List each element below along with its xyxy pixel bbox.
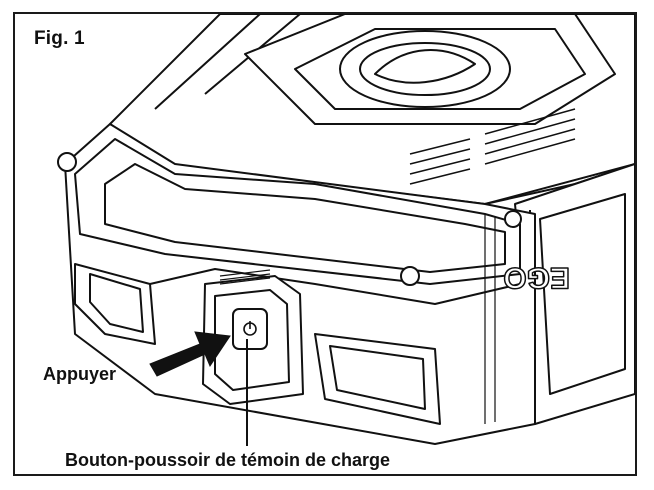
- figure-frame: EGO Fig. 1 Appuyer Bouton-poussoir de té…: [13, 12, 637, 476]
- corner-screw-left: [57, 152, 77, 172]
- housing-right-edge-lines: [484, 214, 496, 424]
- front-panel-right-inner: [329, 345, 426, 410]
- front-panel-left-inner: [89, 273, 144, 333]
- corner-screw-far-right: [504, 210, 522, 228]
- brand-lettering: EGO: [503, 261, 570, 294]
- press-arrow-icon: [149, 331, 231, 377]
- housing-front-bevel-inner: [104, 163, 506, 273]
- front-lower-ridge: [149, 268, 521, 305]
- press-callout-label: Appuyer: [43, 364, 117, 384]
- corner-screw-right: [400, 266, 420, 286]
- top-emblem-inner: [359, 42, 491, 96]
- housing-right-side-panel: [539, 193, 626, 395]
- top-vent-grille: [409, 108, 576, 185]
- charge-button-callout-label: Bouton-poussoir de témoin de charge: [65, 450, 391, 470]
- button-recess-ribs: [219, 269, 271, 285]
- power-icon: [243, 321, 257, 336]
- top-emblem-swoosh: [374, 49, 476, 84]
- figure-title: Fig. 1: [34, 28, 85, 49]
- housing-top-inner-panel: [294, 28, 586, 110]
- button-recess-inner: [214, 289, 290, 391]
- battery-illustration: EGO: [57, 14, 635, 446]
- front-panel-left: [74, 263, 156, 345]
